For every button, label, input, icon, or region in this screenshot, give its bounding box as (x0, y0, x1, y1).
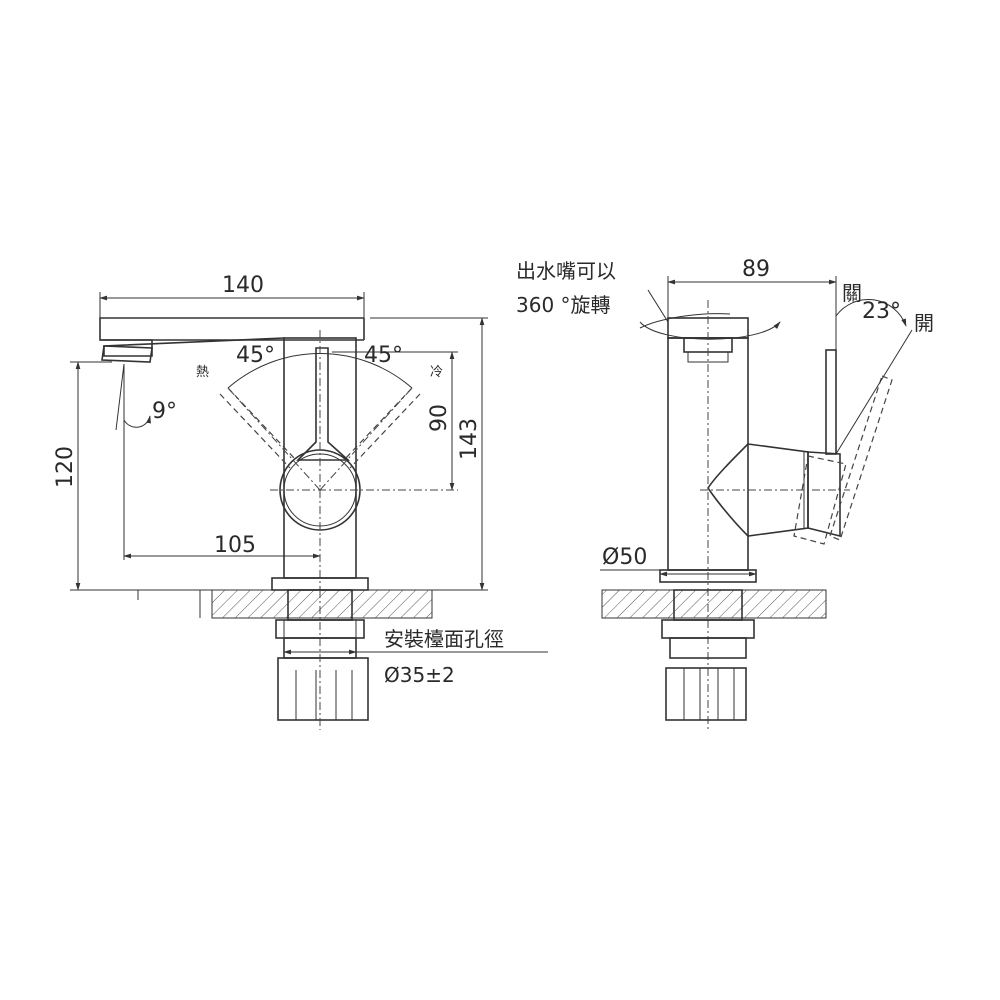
front-mounting-nut (277, 657, 369, 721)
angle-cold-45: 45° (364, 343, 403, 368)
front-spout (99, 317, 364, 357)
side-mounting-nut (665, 667, 747, 721)
front-aerator (101, 345, 153, 363)
dim-spout-120: 120 (53, 446, 78, 488)
angle-hot-45: 45° (236, 343, 275, 368)
dim-side-89: 89 (742, 257, 770, 282)
dim-height-143: 143 (457, 418, 482, 460)
label-cold: 冷 (430, 365, 443, 380)
hole-dimension: Ø35±2 (384, 663, 455, 687)
front-angle-arc (227, 353, 413, 389)
side-countertop (601, 589, 827, 619)
hole-label: 安裝檯面孔徑 (384, 627, 504, 651)
front-handle-lever (296, 347, 351, 461)
angle-handle-23: 23° (862, 299, 901, 324)
label-hot: 熱 (196, 365, 209, 380)
front-countertop (211, 589, 433, 619)
side-lever-closed (825, 349, 837, 455)
angle-spout-9: 9° (152, 399, 177, 424)
side-lever-open-ghost (829, 375, 893, 541)
front-hot-ghost (227, 387, 297, 461)
side-view: 89 Ø50 出水嘴可以 360 °旋轉 關 23° 開 (516, 257, 934, 730)
dim-base-50: Ø50 (602, 545, 647, 570)
swivel-note-line1: 出水嘴可以 (516, 259, 616, 283)
label-closed: 關 (842, 281, 862, 305)
swivel-note-line2: 360 °旋轉 (516, 293, 611, 317)
front-cold-ghost (343, 387, 413, 461)
dim-reach-105: 105 (214, 533, 256, 558)
front-view: 140 143 90 120 105 9° 45° 45° 熱 冷 (53, 273, 548, 730)
label-open: 開 (914, 311, 934, 335)
side-handle-body (707, 443, 809, 537)
dim-width-140: 140 (222, 273, 264, 298)
dim-handle-90: 90 (427, 404, 452, 432)
swivel-arrow (639, 321, 781, 340)
